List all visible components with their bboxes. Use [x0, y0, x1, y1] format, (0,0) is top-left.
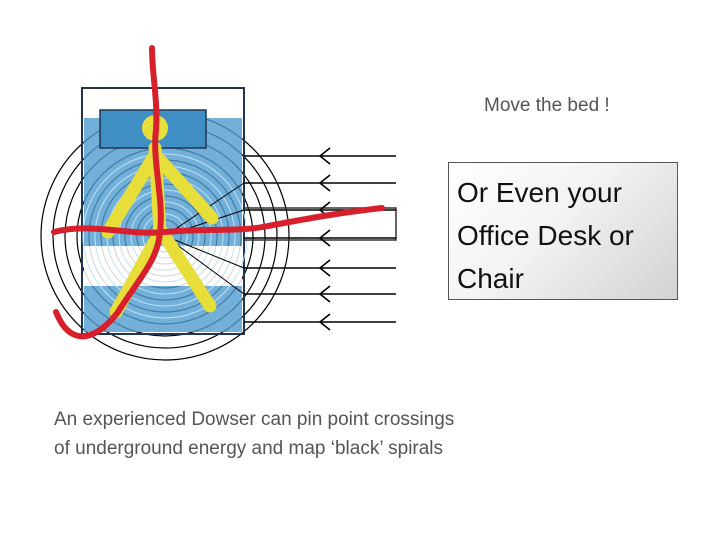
- move-bed-label: Move the bed !: [484, 95, 610, 116]
- callout-box: Or Even your Office Desk or Chair: [448, 162, 678, 300]
- caption-line: An experienced Dowser can pin point cros…: [54, 409, 455, 430]
- caption: An experienced Dowser can pin point cros…: [54, 405, 574, 463]
- arrow-head: [318, 147, 331, 165]
- energy-line-horizontal: [51, 205, 385, 236]
- figure-leg-right: [155, 225, 217, 313]
- arrow-head: [318, 313, 331, 331]
- energy-lines: [51, 45, 385, 340]
- blue-ring: [130, 201, 200, 271]
- bed-frame: [81, 87, 245, 335]
- blue-ring: [118, 189, 212, 283]
- arrow-head: [318, 259, 331, 277]
- arrow-head: [318, 229, 331, 247]
- caption-line: of underground energy and map ‘black’ sp…: [54, 438, 444, 459]
- callout-line: Or Even your: [457, 177, 622, 208]
- arrow-head: [318, 285, 331, 303]
- callout-line: Office Desk or: [457, 220, 634, 251]
- figure-arm-right: [151, 151, 219, 225]
- figure-arm-left: [101, 151, 160, 239]
- arrow-head: [318, 174, 331, 192]
- side-bracket: [244, 207, 397, 241]
- callout-line: Chair: [457, 263, 524, 294]
- bed-white-band: [84, 246, 242, 286]
- ray: [164, 235, 245, 269]
- blue-ring: [82, 153, 248, 319]
